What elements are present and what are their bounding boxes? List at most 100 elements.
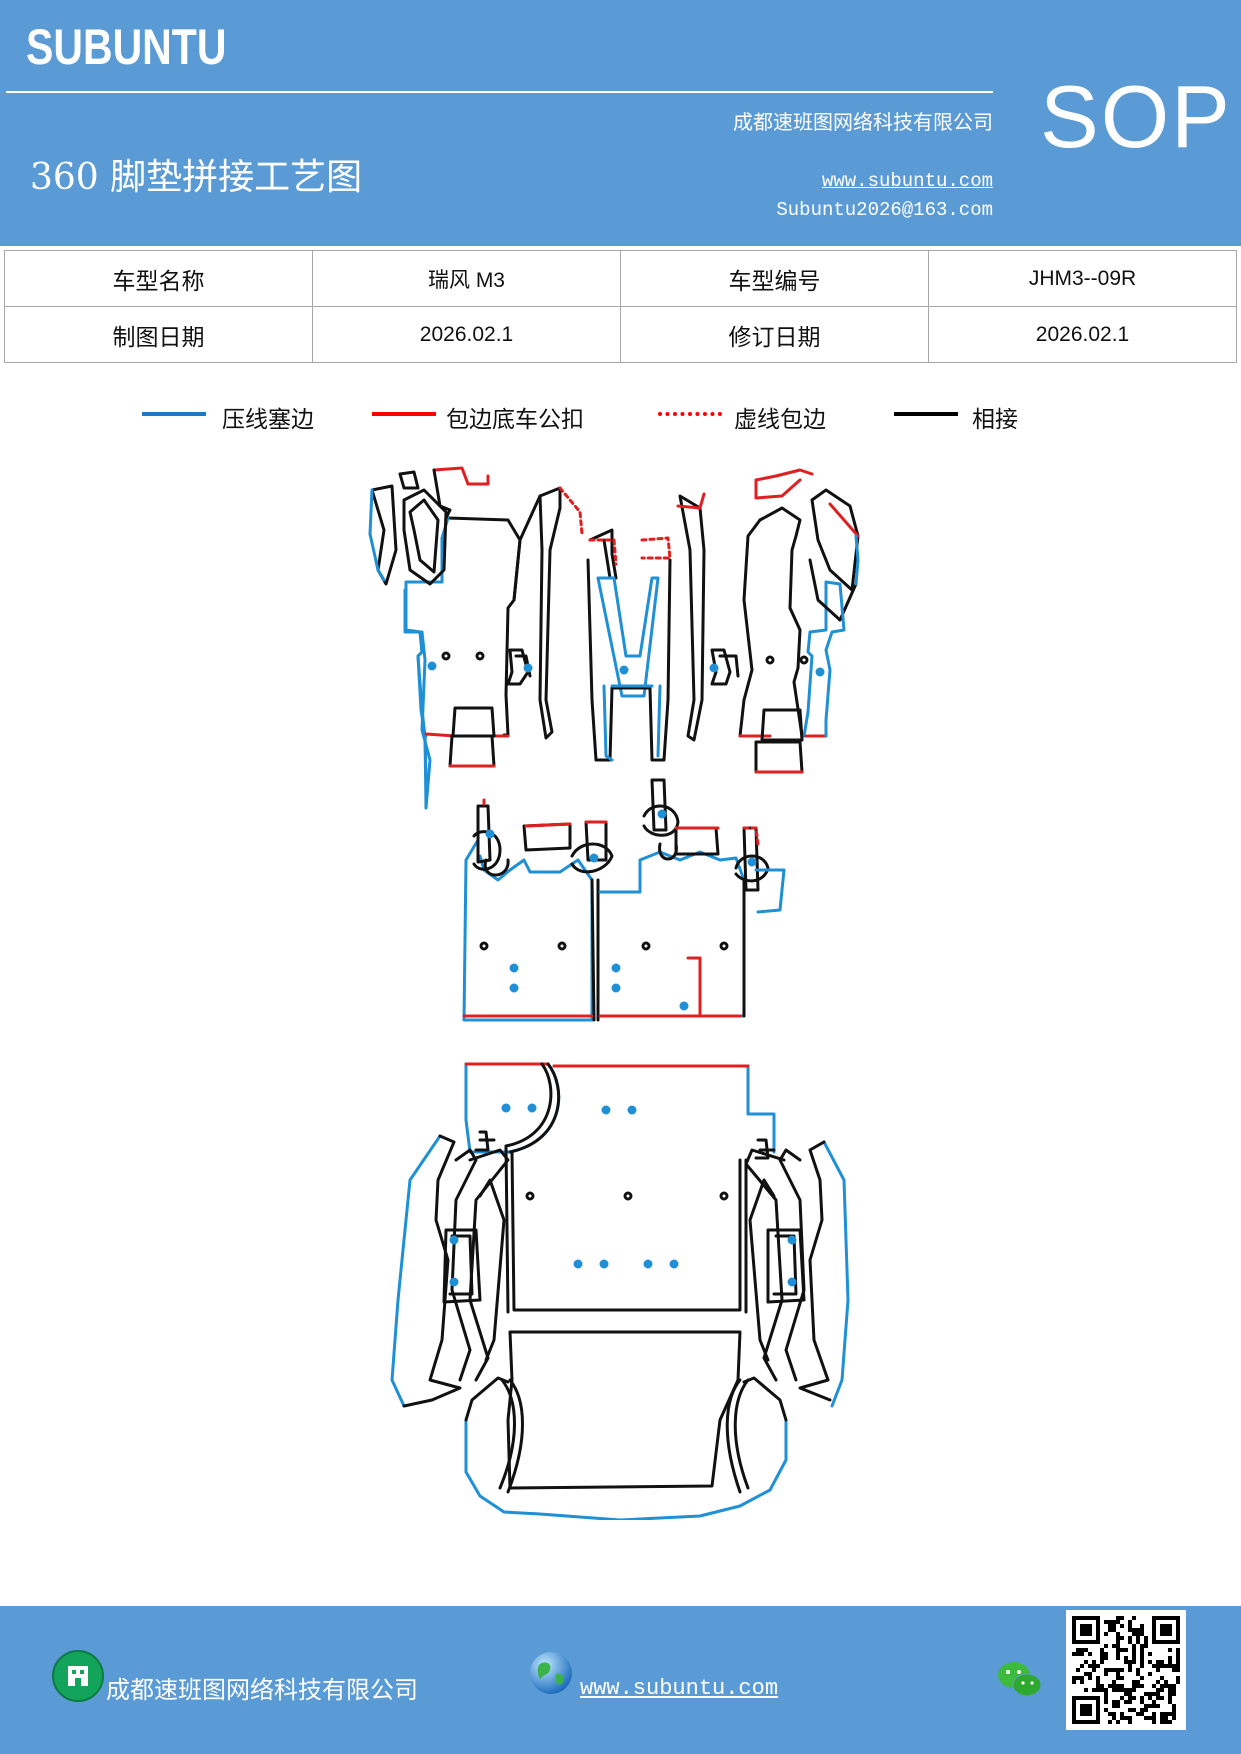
right-center-strip-red-visible <box>676 492 706 510</box>
fixing-hole-black <box>641 941 651 951</box>
left-side-strip-3 <box>402 488 448 586</box>
website-link[interactable]: www.subuntu.com <box>821 170 993 192</box>
fixing-hole-blue <box>573 1259 583 1269</box>
mat-outline-blue <box>403 588 432 810</box>
legend-swatch-black-solid <box>894 412 958 416</box>
right-front-mat-inner <box>738 518 762 738</box>
rear-right-bracket <box>766 1228 806 1304</box>
right-front-mat <box>758 506 828 738</box>
rear-right-hinge <box>754 1138 776 1160</box>
right-side-strip-red <box>828 502 860 538</box>
right-front-mat-top-red <box>754 468 814 482</box>
fixing-hole-blue <box>747 857 757 867</box>
center-tunnel-outer <box>586 558 672 762</box>
center-tunnel-dash-left <box>588 538 618 566</box>
left-center-strip-dash <box>558 486 584 536</box>
left-center-strip-2 <box>512 494 542 602</box>
fixing-hole-black <box>765 655 775 665</box>
left-side-strip-1 <box>398 470 420 490</box>
fixing-hole-blue <box>815 667 825 677</box>
left-front-mat <box>446 516 522 737</box>
wechat-icon <box>996 1658 1044 1702</box>
fixing-hole-blue <box>679 1001 689 1011</box>
footer-company-name: 成都速班图网络科技有限公司 <box>106 1676 418 1704</box>
fixing-hole-blue <box>523 663 533 673</box>
header-divider <box>6 91 993 93</box>
second-row-tab-1-red <box>524 822 572 828</box>
rear-center-panel-inner <box>504 1144 748 1314</box>
fixing-hole-blue <box>527 1103 537 1113</box>
legend-label: 虚线包边 <box>734 407 826 433</box>
rear-center-panel <box>510 1150 742 1312</box>
rear-bottom-left-arch-outer <box>464 1376 510 1422</box>
fixing-hole-black <box>719 941 729 951</box>
footer-website-link[interactable]: www.subuntu.com <box>580 1676 779 1701</box>
rear-bottom-right-arch-outer <box>742 1376 788 1422</box>
second-row-clip-4-hook <box>734 854 770 883</box>
table-cell: 车型编号 <box>620 250 929 307</box>
left-side-strip-2 <box>370 484 398 586</box>
rear-top-left-black <box>504 1062 561 1154</box>
fixing-hole-blue <box>427 661 437 671</box>
second-row-left-black <box>590 878 600 1022</box>
right-side-strip-main <box>808 558 858 622</box>
table-cell: 2026.02.1 <box>312 306 621 363</box>
left-side-strip-2-blue <box>368 488 386 582</box>
table-cell: 瑞风 M3 <box>312 250 621 307</box>
fixing-hole-black <box>479 941 489 951</box>
second-row-clip-1-hook <box>472 830 502 871</box>
legend-label: 压线塞边 <box>222 407 314 433</box>
qr-code <box>1066 1610 1186 1730</box>
second-row-right-blue-tab <box>754 868 786 914</box>
rear-left-hinge <box>474 1130 496 1152</box>
fixing-hole-black <box>799 655 809 665</box>
center-tunnel-dash-right <box>640 536 672 560</box>
fixing-hole-blue <box>657 809 667 819</box>
fixing-hole-blue <box>627 1105 637 1115</box>
second-row-clip-3-hook <box>642 804 680 837</box>
right-front-mat-top-red-2 <box>754 478 802 500</box>
legend-label: 包边底车公扣 <box>446 407 584 433</box>
rear-bottom-left-arch <box>498 1378 524 1494</box>
fixing-hole-blue <box>509 983 519 993</box>
rear-right-bracket-inner <box>772 1234 798 1296</box>
table-cell: 修订日期 <box>620 306 929 363</box>
rear-top-main <box>552 1064 776 1154</box>
rear-left-bracket <box>442 1228 482 1304</box>
left-center-strip <box>538 486 562 740</box>
fixing-hole-blue <box>611 983 621 993</box>
heel-pad-right-lower <box>754 740 804 774</box>
second-row-mats <box>462 778 786 1022</box>
heel-pad-lower <box>448 734 496 768</box>
sop-label: SOP <box>1040 67 1232 166</box>
rear-left-bracket-inner <box>448 1234 474 1296</box>
rear-right-arch <box>778 1148 806 1382</box>
second-row-clip-2-hook <box>570 842 614 874</box>
rear-bottom-panel <box>506 1330 742 1490</box>
rear-left-arch <box>450 1148 478 1382</box>
second-row-clip-1 <box>476 804 492 864</box>
left-front-mat-top-black <box>432 468 452 520</box>
fixing-hole-blue <box>501 1103 511 1113</box>
fixing-hole-blue <box>709 663 719 673</box>
second-row-clip-1-hook-2 <box>483 858 510 877</box>
rear-right-arch-3 <box>748 1178 776 1362</box>
fixing-hole-blue <box>669 1259 679 1269</box>
table-cell: JHM3--09R <box>928 250 1237 307</box>
fixing-hole-blue <box>589 853 599 863</box>
front-mats <box>368 466 860 810</box>
rear-left-arch-2 <box>468 1148 510 1382</box>
second-row-tab-2 <box>674 826 720 856</box>
company-name: 成都速班图网络科技有限公司 <box>733 110 993 134</box>
rear-bottom-right-arch <box>725 1378 750 1494</box>
floor-mat-diagram <box>368 466 860 1520</box>
right-mat-blue-edge <box>824 580 846 738</box>
table-cell: 车型名称 <box>4 250 313 307</box>
fixing-hole-blue <box>449 1277 459 1287</box>
right-front-mat-blue <box>802 580 828 738</box>
table-row: 制图日期 2026.02.1 修订日期 2026.02.1 <box>4 306 1237 363</box>
second-row-tab-1 <box>522 822 572 852</box>
center-tunnel-blue-2 <box>602 684 662 762</box>
second-row-clip-3 <box>650 778 668 832</box>
legend: 压线塞边 包边底车公扣 虚线包边 相接 <box>0 400 1241 440</box>
